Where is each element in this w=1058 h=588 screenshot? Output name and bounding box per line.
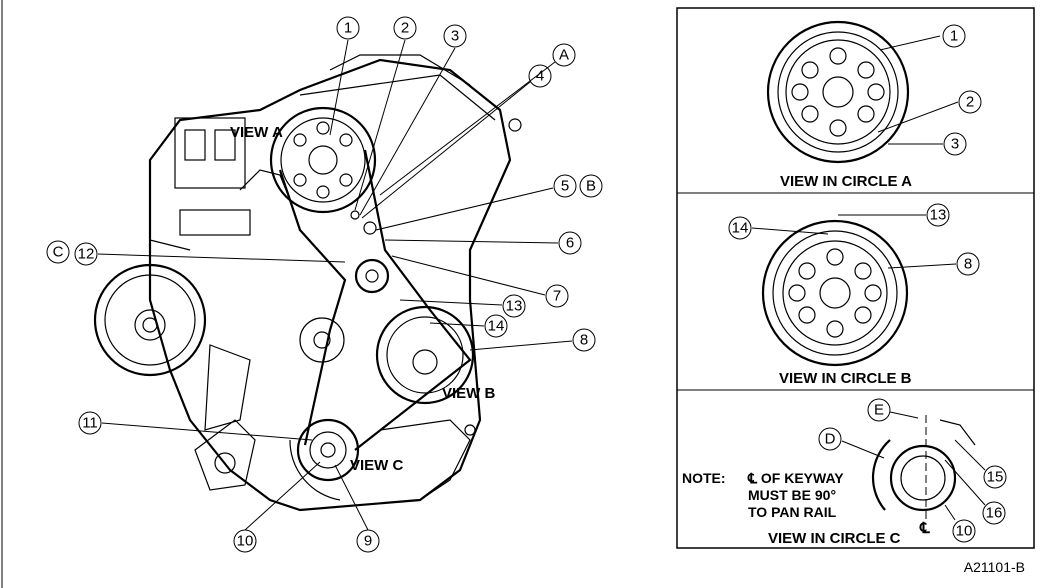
callout-9: 9 (364, 533, 372, 550)
callout-14: 14 (488, 318, 505, 335)
detail-panel-frame (676, 7, 1035, 549)
panel-c-callout-10: 10 (956, 523, 973, 540)
panel-c-note-line3: TO PAN RAIL (748, 504, 837, 520)
callout-12: 12 (78, 246, 95, 263)
panel-c-note-label: NOTE: (682, 470, 726, 486)
panel-circle-b: 13 14 8 VIEW IN CIRCLE B (728, 203, 980, 387)
panel-c-caption: VIEW IN CIRCLE C (768, 530, 901, 547)
figure-id: A21101-B (964, 559, 1025, 575)
panel-circle-a: 1 2 3 VIEW IN CIRCLE A (766, 20, 982, 190)
panel-c-callout-d: D (825, 431, 836, 448)
callout-c: C (53, 244, 64, 261)
callout-11: 11 (82, 415, 98, 432)
callout-13: 13 (506, 298, 523, 315)
view-a-label: VIEW A (230, 124, 283, 141)
panel-b-caption: VIEW IN CIRCLE B (779, 370, 912, 387)
callout-7: 7 (553, 288, 561, 305)
panel-a-callout-1: 1 (950, 28, 958, 45)
panel-c-callout-16: 16 (986, 505, 1003, 522)
callout-3: 3 (451, 28, 459, 45)
panel-b-callout-8: 8 (964, 256, 972, 273)
panel-a-caption: VIEW IN CIRCLE A (780, 173, 912, 190)
panel-c-note-line1: ℄ OF KEYWAY (747, 470, 844, 486)
callout-a: A (559, 47, 569, 64)
callout-8: 8 (580, 332, 588, 349)
panel-b-callout-14: 14 (732, 220, 749, 237)
callout-1: 1 (344, 20, 352, 37)
panel-a-callout-3: 3 (951, 136, 959, 153)
callout-5: 5 (561, 178, 569, 195)
panel-c-note-line2: MUST BE 90° (748, 487, 836, 503)
panel-circle-c: E D 15 16 10 NOTE: ℄ OF KEYWAY MUST BE 9… (682, 398, 1007, 547)
panel-a-callout-2: 2 (966, 94, 974, 111)
view-c-label: VIEW C (350, 457, 404, 474)
view-b-label: VIEW B (442, 385, 496, 402)
callout-b: B (586, 178, 596, 195)
panel-c-callout-e: E (874, 402, 884, 419)
engine-illustration (93, 54, 522, 512)
panel-c-centerline-symbol: ℄ (919, 520, 930, 537)
callout-4: 4 (536, 68, 544, 85)
callout-10: 10 (237, 533, 254, 550)
main-callouts: 1 2 3 A 4 5 B 6 7 C 12 (46, 16, 603, 553)
callout-2: 2 (401, 20, 409, 37)
panel-c-callout-15: 15 (987, 469, 1004, 486)
panel-b-callout-13: 13 (930, 207, 947, 224)
callout-6: 6 (566, 235, 574, 252)
